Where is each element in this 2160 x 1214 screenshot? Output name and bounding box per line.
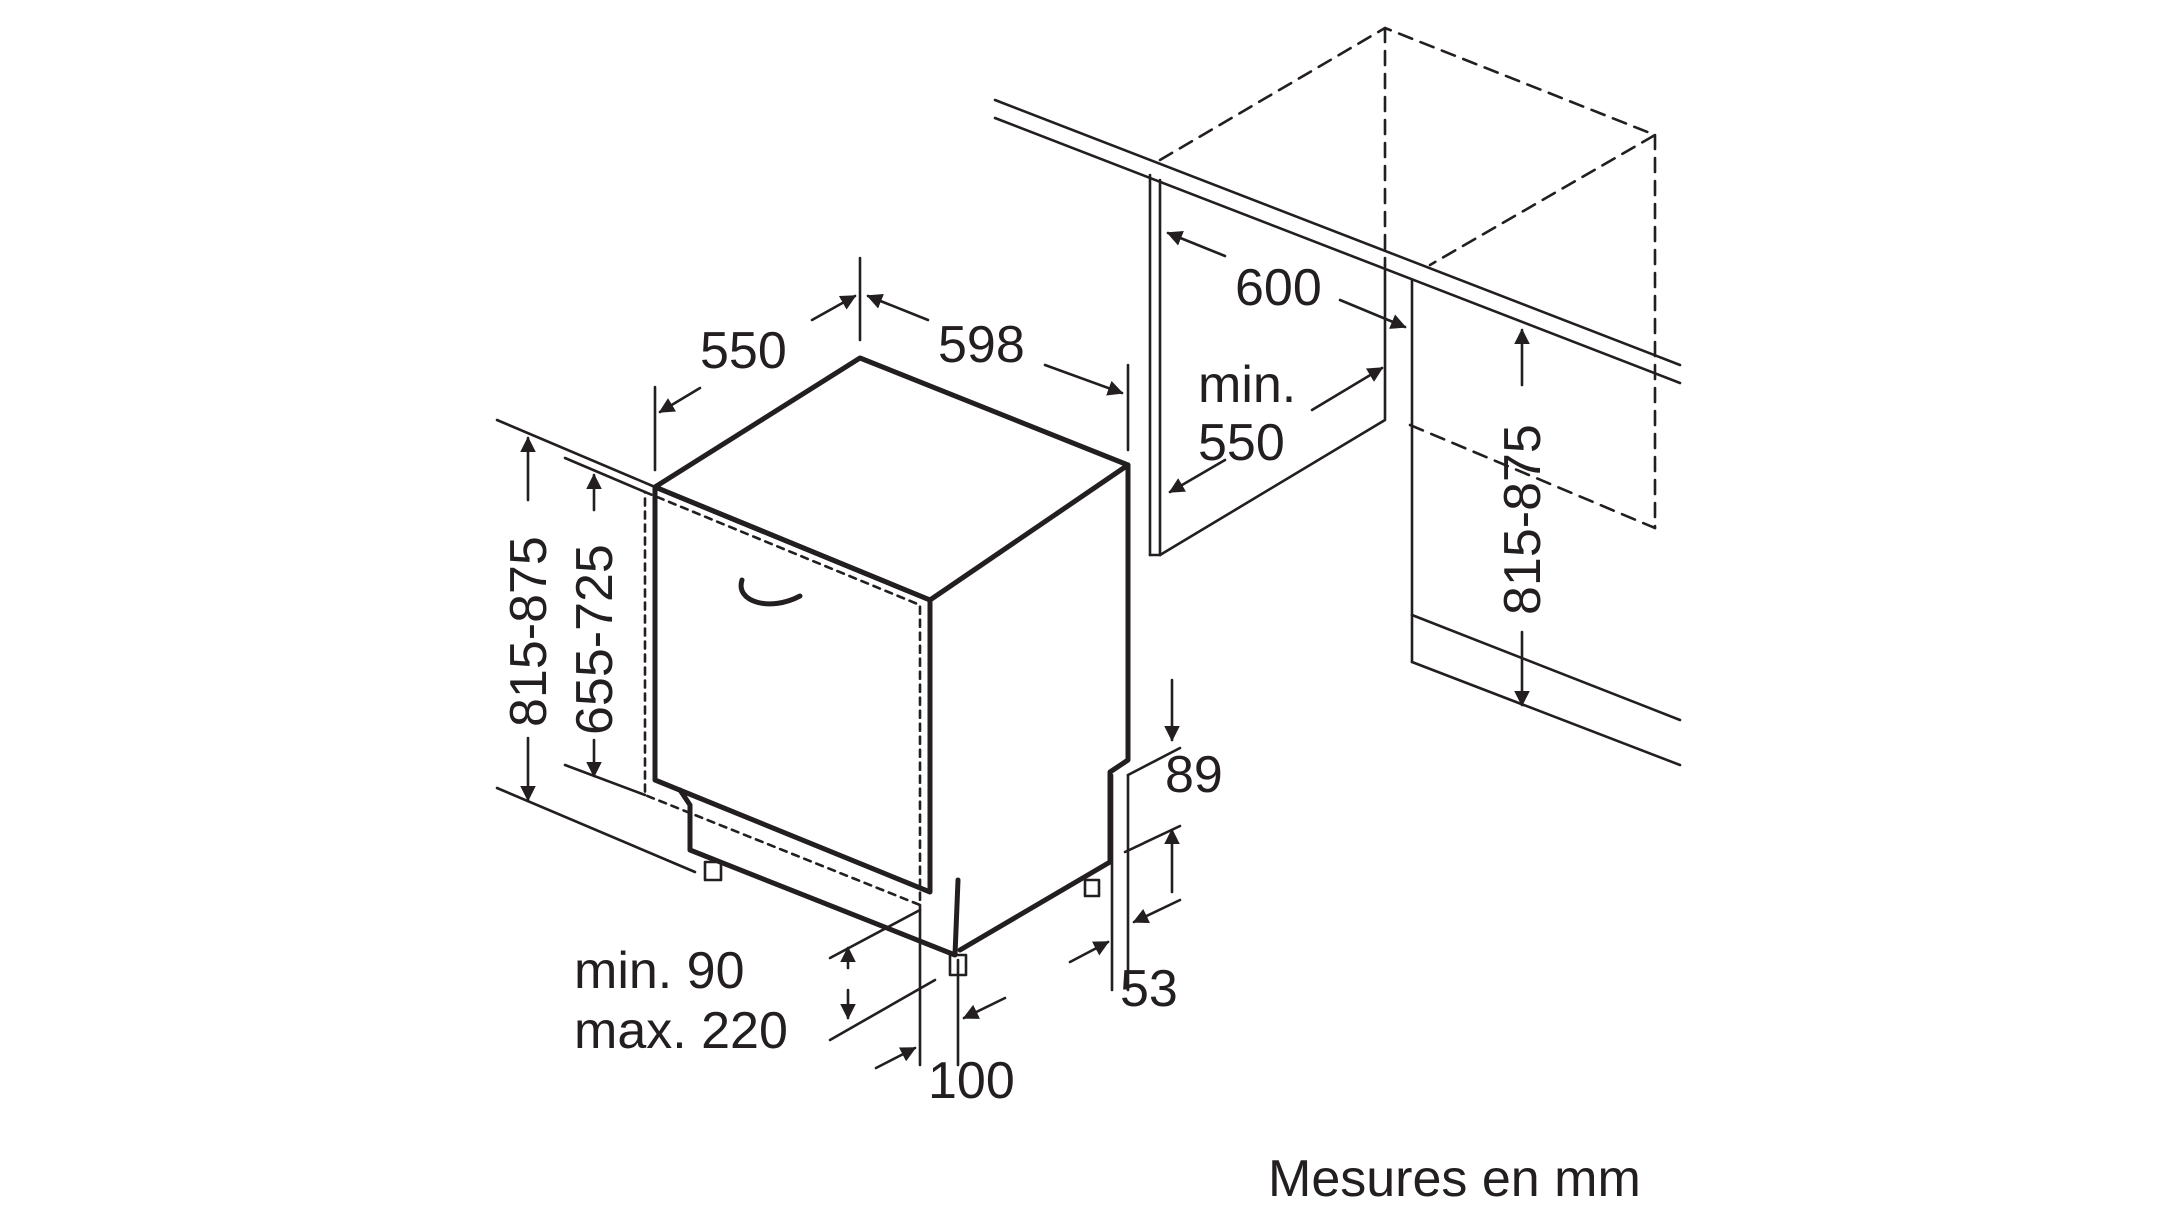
foot-left (703, 860, 723, 882)
label-655-725: 655-725 (566, 544, 624, 735)
label-89: 89 (1165, 746, 1223, 804)
dishwasher (643, 355, 1131, 977)
cabinet-niche (993, 26, 1682, 767)
dim-598-arrow-b (1043, 363, 1124, 396)
dim-550-arrow-a (658, 386, 702, 414)
dim-100-arrow-b (962, 996, 1007, 1020)
dimension-lines (495, 231, 1530, 1070)
dim-min550-arrow-a (1310, 366, 1384, 412)
label-600-niche: 600 (1235, 259, 1322, 317)
dim-min550-arrow-b (1168, 458, 1227, 494)
label-550-depth: 550 (700, 322, 787, 380)
dishwasher-side (957, 462, 1131, 953)
dim-100-arrow-a (874, 1046, 917, 1070)
left-cabinet-side (1158, 263, 1387, 557)
right-cabinet-plinth (1410, 613, 1682, 722)
dishwasher-door (652, 484, 933, 895)
foot-right (1083, 878, 1101, 898)
label-815-875-right: 815-875 (1494, 424, 1552, 615)
worktop-top-edge (993, 98, 1682, 367)
label-550-niche: 550 (1198, 414, 1285, 472)
dim-53-arrow-b (1132, 898, 1182, 924)
footnote-units: Mesures en mm (1268, 1150, 1641, 1208)
dim-600-arrow-b (1338, 298, 1407, 329)
label-min-90: min. 90 (574, 942, 745, 1000)
niche-top-dashed (1158, 26, 1657, 267)
label-815-875-left: 815-875 (500, 536, 558, 727)
dimension-labels: 550 598 600 min. 550 815-875 655-725 815… (500, 259, 1641, 1208)
label-100: 100 (928, 1052, 1015, 1110)
dishwasher-base (677, 787, 961, 958)
worktop-bottom-edge (993, 116, 1682, 385)
floor-line-right (1410, 660, 1682, 767)
dishwasher-top (652, 355, 1131, 603)
dim-550-arrow-b (810, 294, 857, 322)
label-min: min. (1198, 356, 1296, 414)
label-max-220: max. 220 (574, 1002, 788, 1060)
door-handle (738, 577, 803, 607)
niche-floor-dashed (1408, 423, 1657, 530)
dim-53-arrow-a (1068, 940, 1110, 964)
label-53: 53 (1120, 960, 1178, 1018)
dim-598-arrow-a (866, 293, 930, 322)
label-598-width: 598 (938, 316, 1025, 374)
door-panel-outline (643, 490, 922, 907)
dim-600-arrow-a (1166, 231, 1227, 258)
